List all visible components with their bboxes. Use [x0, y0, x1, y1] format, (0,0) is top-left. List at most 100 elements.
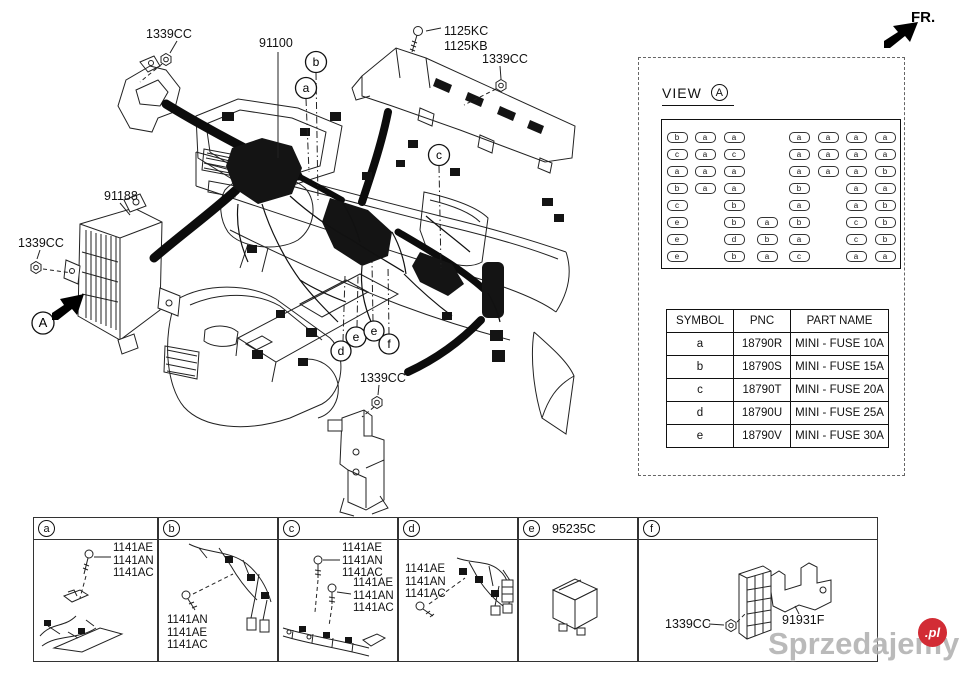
fuse-table-header: PNC — [733, 309, 791, 333]
fuse-symbol: a — [788, 233, 810, 245]
fuse-symbol: a — [723, 165, 745, 177]
fuse-symbol: a — [845, 165, 867, 177]
fuse-symbol: b — [666, 131, 688, 143]
fuse-symbol: b — [723, 199, 745, 211]
part-name-cell: MINI - FUSE 10A — [790, 332, 889, 356]
label-1339cc-top-mid: 1339CC — [482, 52, 528, 66]
pnc-cell: 18790U — [733, 401, 791, 425]
panel-d-header: d — [399, 518, 517, 540]
svg-text:d: d — [338, 344, 345, 358]
watermark-pl-badge: .pl — [918, 618, 947, 647]
fr-label: FR. — [911, 9, 935, 26]
panel-f-sketch — [708, 562, 832, 640]
part-name-cell: MINI - FUSE 25A — [790, 401, 889, 425]
panel-a-sketch — [39, 549, 124, 653]
label-1339cc-bottom: 1339CC — [360, 371, 406, 385]
panel-f-nut-label: 1339CC — [665, 617, 711, 631]
fuse-symbol: c — [666, 148, 688, 160]
fuse-symbol: b — [666, 182, 688, 194]
fuse-symbol: a — [845, 131, 867, 143]
svg-text:c: c — [436, 148, 442, 162]
fuse-symbol: b — [788, 182, 810, 194]
fuse-symbol: a — [694, 182, 716, 194]
view-a-marker: A — [710, 84, 728, 101]
fuse-symbol: a — [874, 250, 896, 262]
fuse-symbol: c — [666, 199, 688, 211]
view-a-title-text: VIEW — [662, 84, 702, 101]
svg-text:b: b — [313, 55, 320, 69]
fuse-symbol: a — [666, 165, 688, 177]
fuse-symbol: a — [756, 250, 778, 262]
panel-e-part-label: 95235C — [552, 521, 596, 536]
fuse-symbol: b — [723, 250, 745, 262]
panel-d-badge: d — [403, 520, 420, 537]
pnc-cell: 18790T — [733, 378, 791, 402]
nut-icon-top-left — [160, 52, 172, 67]
part-name-cell: MINI - FUSE 15A — [790, 355, 889, 379]
panel-f-badge: f — [643, 520, 660, 537]
callout-e1: e — [345, 326, 367, 348]
fuse-symbol: c — [845, 233, 867, 245]
pnc-cell: 18790R — [733, 332, 791, 356]
symbol-cell: b — [666, 355, 734, 379]
fuse-symbol: a — [694, 131, 716, 143]
panel-e-sketch — [551, 578, 599, 636]
label-91188: 91188 — [104, 189, 138, 203]
fuse-symbol: b — [788, 216, 810, 228]
fuse-symbol: a — [874, 148, 896, 160]
fuse-symbol: a — [817, 148, 839, 160]
svg-text:f: f — [387, 337, 391, 351]
nut-icon-bottom — [371, 395, 383, 410]
fuse-table-header: SYMBOL — [666, 309, 734, 333]
part-name-cell: MINI - FUSE 20A — [790, 378, 889, 402]
fuse-symbol: a — [817, 165, 839, 177]
fuse-symbol: a — [845, 148, 867, 160]
fuse-symbol: b — [723, 216, 745, 228]
fr-direction: FR. — [884, 9, 935, 48]
svg-text:a: a — [303, 81, 310, 95]
fuse-symbol: c — [788, 250, 810, 262]
label-1125kc: 1125KC — [444, 24, 488, 38]
fuse-symbol: b — [756, 233, 778, 245]
connector-clusters — [222, 112, 564, 366]
fuse-symbol: e — [666, 216, 688, 228]
callout-b: b — [304, 50, 328, 74]
fuse-symbol: b — [874, 216, 896, 228]
fuse-symbol: b — [874, 199, 896, 211]
fuse-symbol: a — [694, 165, 716, 177]
fuse-symbol: a — [788, 148, 810, 160]
fuse-symbol: b — [874, 165, 896, 177]
svg-text:A: A — [39, 315, 48, 330]
panel-b-badge: b — [163, 520, 180, 537]
panel-b-header: b — [159, 518, 277, 540]
view-arrow-icon — [52, 294, 84, 320]
panel-e: e 95235C — [518, 517, 638, 662]
fuse-symbol: c — [845, 216, 867, 228]
symbol-cell: e — [666, 424, 734, 448]
fuse-symbol: a — [723, 131, 745, 143]
callout-c: c — [427, 143, 451, 167]
panel-e-header: e 95235C — [519, 518, 637, 540]
panel-c-badge: c — [283, 520, 300, 537]
fuse-symbol: a — [788, 165, 810, 177]
fuse-table-header: PART NAME — [790, 309, 889, 333]
label-1339cc-top-left: 1339CC — [146, 27, 192, 41]
pnc-cell: 18790S — [733, 355, 791, 379]
panel-c-sketch — [282, 555, 387, 657]
svg-text:e: e — [371, 324, 378, 338]
fuse-symbol: a — [694, 148, 716, 160]
